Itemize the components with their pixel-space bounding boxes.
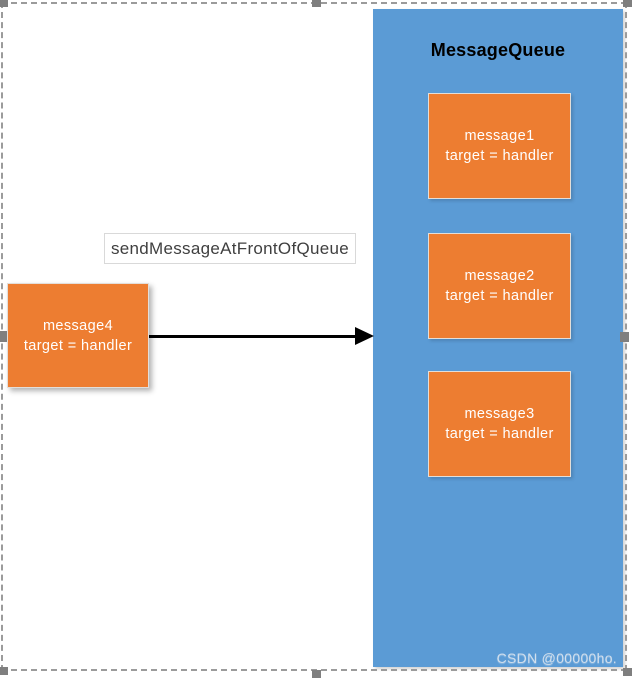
message-target: target = handler bbox=[445, 148, 554, 164]
message-target: target = handler bbox=[445, 426, 554, 442]
message-target: target = handler bbox=[23, 337, 133, 354]
selection-handle-top-left[interactable] bbox=[0, 0, 8, 7]
message-target: target = handler bbox=[445, 288, 554, 304]
selection-handle-middle-left[interactable] bbox=[0, 331, 7, 342]
selection-handle-top-middle[interactable] bbox=[312, 0, 321, 7]
incoming-message-box: message4 target = handler bbox=[7, 283, 149, 388]
message-queue-panel: MessageQueue message1 target = handler m… bbox=[373, 9, 623, 667]
selection-handle-middle-right[interactable] bbox=[620, 332, 629, 342]
selection-handle-top-right[interactable] bbox=[623, 0, 632, 7]
message-box-2: message2 target = handler bbox=[428, 233, 571, 339]
message-name: message4 bbox=[42, 317, 114, 334]
message-box-1: message1 target = handler bbox=[428, 93, 571, 199]
selection-handle-bottom-right[interactable] bbox=[623, 668, 632, 676]
selection-handle-bottom-middle[interactable] bbox=[312, 670, 321, 678]
message-name: message3 bbox=[464, 406, 535, 422]
arrow-head-icon bbox=[355, 327, 374, 345]
watermark: CSDN @00000ho. bbox=[496, 650, 617, 666]
message-name: message1 bbox=[464, 128, 535, 144]
message-name: message2 bbox=[464, 268, 535, 284]
selection-handle-bottom-left[interactable] bbox=[0, 667, 8, 675]
arrow-line bbox=[149, 335, 357, 338]
message-box-3: message3 target = handler bbox=[428, 371, 571, 477]
queue-title: MessageQueue bbox=[430, 40, 566, 60]
action-label: sendMessageAtFrontOfQueue bbox=[104, 233, 356, 264]
